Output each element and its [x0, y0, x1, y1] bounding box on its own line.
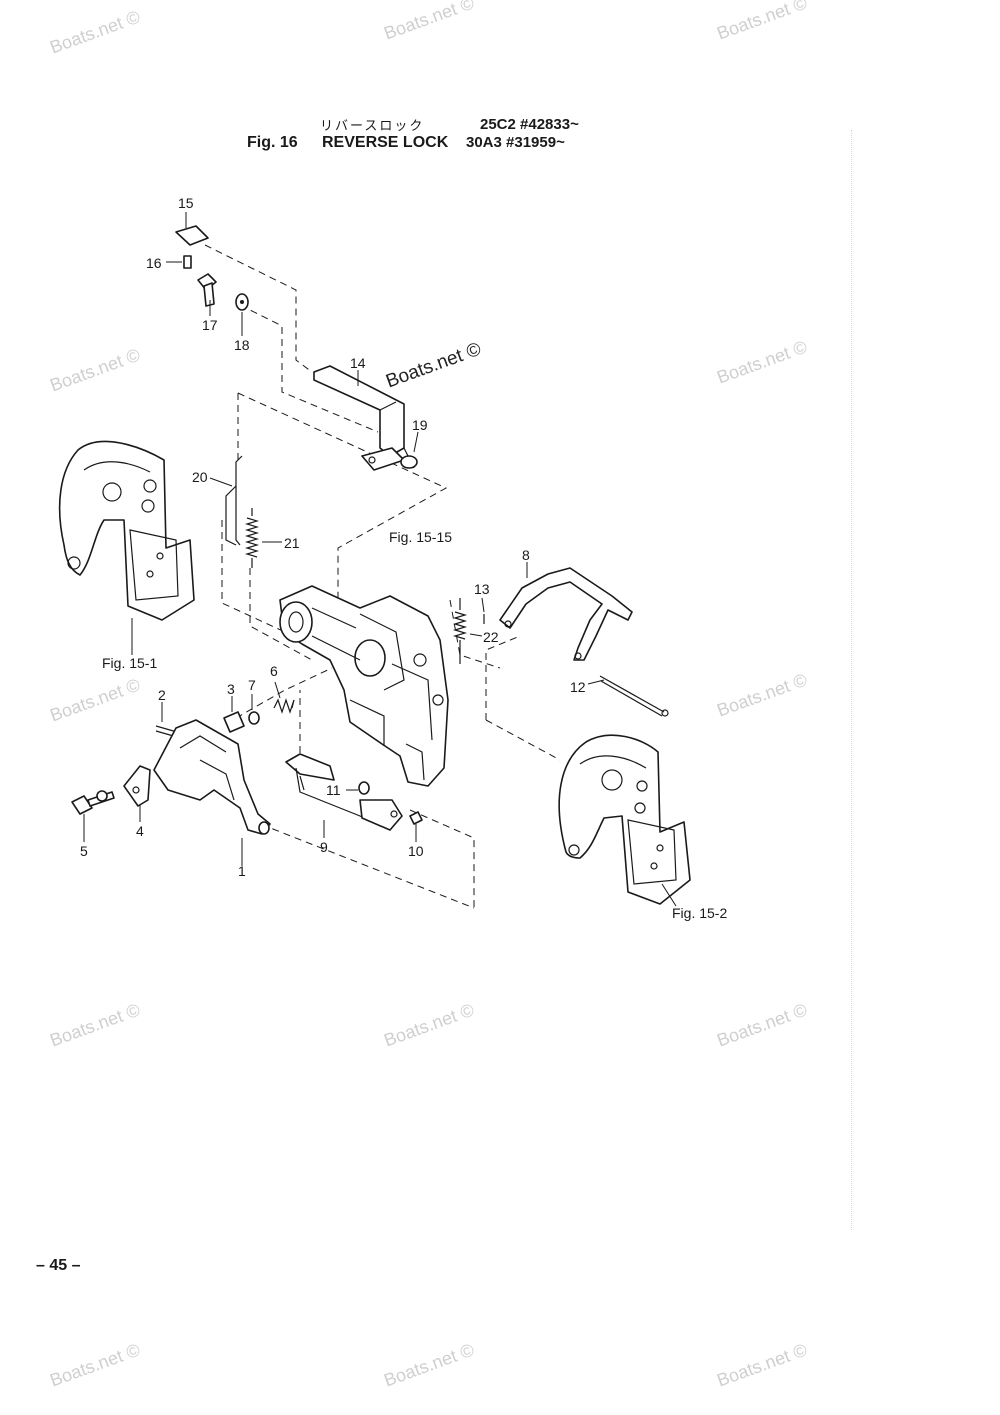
part-9-rod: [285, 753, 403, 831]
part-3-collar: [223, 711, 245, 733]
clamp-bracket-fig-15-2: [558, 734, 691, 905]
callout-21: 21: [284, 535, 300, 551]
clamp-bracket-fig-15-1: [58, 440, 195, 621]
callout-22: 22: [483, 629, 499, 645]
callout-17: 17: [202, 317, 218, 333]
part-15-plate: [175, 225, 209, 246]
part-10-screw: [409, 811, 423, 825]
callout-14: 14: [350, 355, 366, 371]
figure-number: Fig. 16: [247, 134, 298, 151]
model-serial-1: 25C2 #42833~: [480, 116, 579, 133]
callout-8: 8: [522, 547, 530, 563]
callout-6: 6: [270, 663, 278, 679]
part-4-plate: [123, 765, 151, 807]
callout-1: 1: [238, 863, 246, 879]
callout-15: 15: [178, 195, 194, 211]
callout-3: 3: [227, 681, 235, 697]
callout-13: 13: [474, 581, 490, 597]
callout-2: 2: [158, 687, 166, 703]
callout-12: 12: [570, 679, 586, 695]
part-6-spring: [273, 698, 295, 714]
callout-7: 7: [248, 677, 256, 693]
part-11-bushing: [358, 781, 370, 795]
part-18-washer: [235, 293, 249, 311]
callout-10: 10: [408, 843, 424, 859]
part-8-lever: [499, 567, 633, 661]
reference-fig-15-1: Fig. 15-1: [102, 655, 157, 671]
part-12-rod: [599, 675, 669, 717]
model-serial-2: 30A3 #31959~: [466, 134, 565, 151]
figure-name: REVERSE LOCK: [322, 134, 449, 151]
callout-18: 18: [234, 337, 250, 353]
part-22-spring: [452, 598, 468, 664]
reference-fig-15-2: Fig. 15-2: [672, 905, 727, 921]
callout-16: 16: [146, 255, 162, 271]
callout-4: 4: [136, 823, 144, 839]
part-16-clip: [183, 255, 192, 269]
part-5-bolt: [71, 790, 115, 815]
callout-20: 20: [192, 469, 208, 485]
part-17-bolt: [197, 273, 217, 307]
part-21-spring: [244, 508, 260, 568]
part-14-lock-lever: [313, 365, 415, 471]
title-japanese: リバースロック: [320, 119, 425, 134]
reference-fig-15-15: Fig. 15-15: [389, 529, 452, 545]
part-20-rod: [225, 455, 243, 546]
callout-5: 5: [80, 843, 88, 859]
swivel-bracket-fig-15-15: [279, 585, 449, 787]
part-1-lock-bracket: [153, 719, 271, 835]
callout-9: 9: [320, 839, 328, 855]
figure-title: リバースロック Fig. 16 REVERSE LOCK 25C2 #42833…: [240, 112, 660, 160]
page-number: – 45 –: [36, 1257, 81, 1274]
part-7-clip: [248, 711, 260, 725]
part-19-washer: [400, 455, 418, 469]
callout-19: 19: [412, 417, 428, 433]
callout-11: 11: [326, 782, 341, 798]
scan-edge: [849, 130, 852, 1230]
